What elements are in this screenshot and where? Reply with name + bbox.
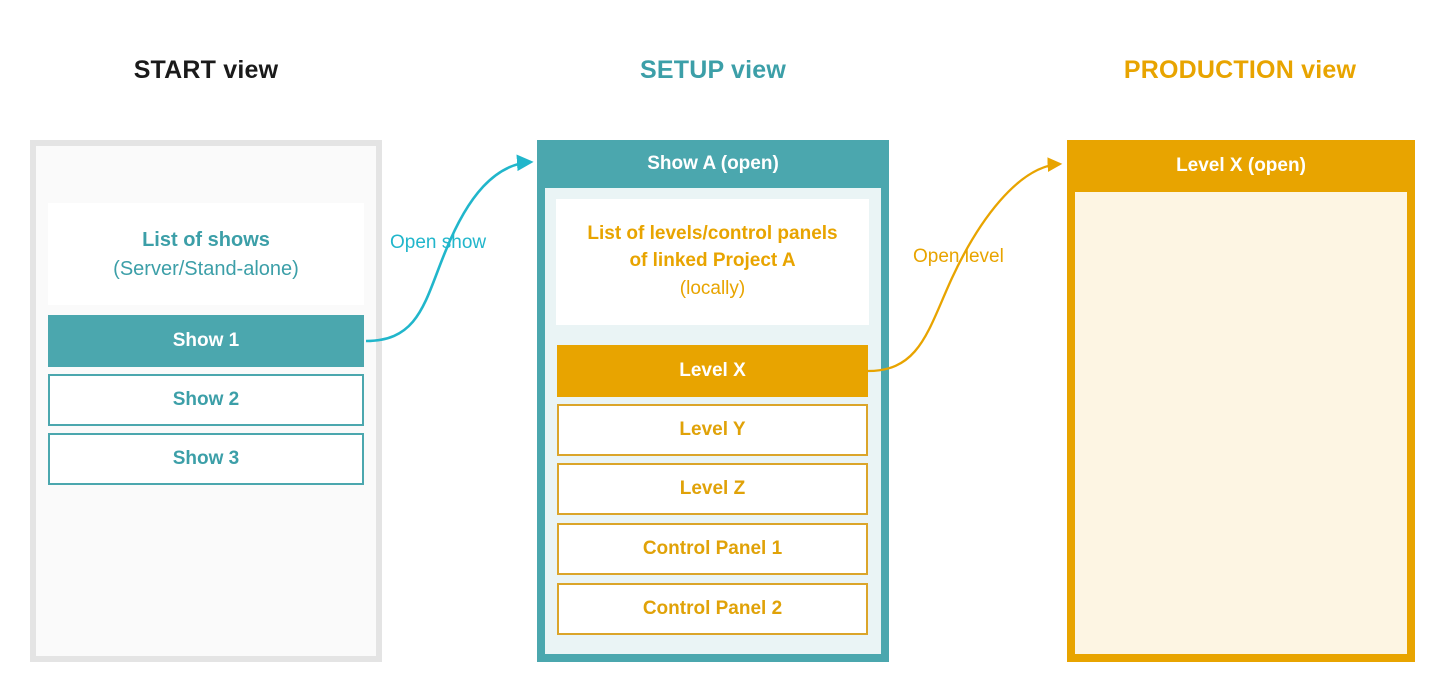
list-of-levels-subtitle: of linked Project A	[629, 250, 796, 272]
list-of-levels-info-box: List of levels/control panels of linked …	[556, 199, 869, 325]
list-item-show-2[interactable]: Show 2	[48, 374, 364, 426]
list-of-levels-title: List of levels/control panels	[587, 223, 838, 245]
list-item-show-3[interactable]: Show 3	[48, 433, 364, 485]
list-of-levels-note: (locally)	[679, 277, 746, 299]
list-of-shows-title: List of shows	[142, 228, 270, 251]
production-view-panel	[1067, 140, 1415, 662]
list-item-level-x[interactable]: Level X	[557, 345, 868, 397]
list-of-shows-info-box: List of shows (Server/Stand-alone)	[48, 203, 364, 305]
arrow-label-open-show: Open show	[390, 232, 487, 253]
list-of-shows-subtitle: (Server/Stand-alone)	[113, 257, 299, 280]
list-item-control-panel-1[interactable]: Control Panel 1	[557, 523, 868, 575]
production-panel-header: Level X (open)	[1067, 140, 1415, 192]
arrow-label-open-level: Open level	[913, 246, 1004, 267]
list-item-level-z[interactable]: Level Z	[557, 463, 868, 515]
list-item-level-y[interactable]: Level Y	[557, 404, 868, 456]
column-title-setup: SETUP view	[639, 56, 787, 84]
column-title-production: PRODUCTION view	[1123, 56, 1357, 84]
column-title-start: START view	[133, 56, 279, 84]
setup-panel-header: Show A (open)	[537, 140, 889, 188]
list-item-show-1[interactable]: Show 1	[48, 315, 364, 367]
list-item-control-panel-2[interactable]: Control Panel 2	[557, 583, 868, 635]
